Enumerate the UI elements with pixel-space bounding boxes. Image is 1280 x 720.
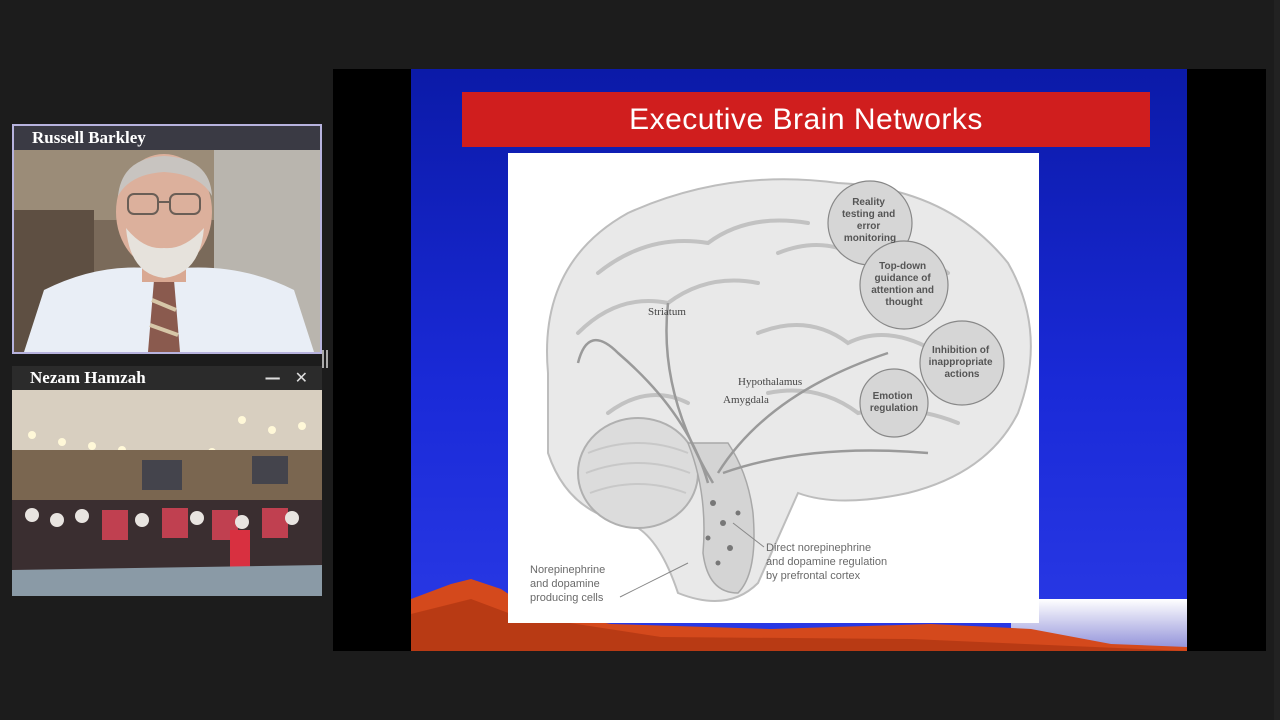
minimize-icon[interactable]: — [264, 368, 281, 387]
slide: Executive Brain Networks [411, 69, 1187, 651]
audience-name: Nezam Hamzah [30, 368, 146, 387]
circle-label-topdown: Top-down guidance of attention and thoug… [871, 261, 937, 308]
label-amygdala: Amygdala [723, 394, 769, 406]
speaker-name-bar: Russell Barkley [14, 126, 320, 150]
brain-diagram: Reality testing and error monitoring Top… [508, 153, 1039, 623]
caption-producing-cells: Norepinephrine and dopamine producing ce… [530, 564, 608, 604]
speaker-video-feed [14, 150, 320, 352]
window-edge [1274, 0, 1280, 720]
panel-resize-handle[interactable] [322, 350, 328, 368]
label-hypothalamus: Hypothalamus [738, 376, 802, 388]
audience-name-bar: Nezam Hamzah — ✕ [12, 366, 322, 390]
circle-label-emotion: Emotion regulation [870, 391, 918, 414]
presentation-area: Executive Brain Networks [333, 69, 1266, 651]
circle-label-reality: Reality testing and error monitoring [842, 197, 898, 244]
slide-title: Executive Brain Networks [629, 102, 983, 136]
slide-background-art [411, 579, 1187, 651]
label-striatum: Striatum [648, 306, 686, 318]
brain-figure: Reality testing and error monitoring Top… [508, 153, 1039, 623]
panel-controls: — ✕ [265, 366, 308, 390]
close-icon[interactable]: ✕ [294, 368, 308, 387]
audience-video-feed [12, 390, 322, 596]
speaker-video-image [14, 150, 320, 352]
caption-direct-regulation: Direct norepinephrine and dopamine regul… [766, 542, 890, 582]
slide-title-bar: Executive Brain Networks [462, 92, 1150, 147]
speaker-video-panel[interactable]: Russell Barkley [12, 124, 322, 354]
audience-video-image [12, 390, 322, 596]
circle-label-inhibition: Inhibition of inappropriate actions [929, 345, 996, 380]
speaker-name: Russell Barkley [32, 128, 146, 147]
audience-video-panel[interactable]: Nezam Hamzah — ✕ [12, 366, 322, 596]
